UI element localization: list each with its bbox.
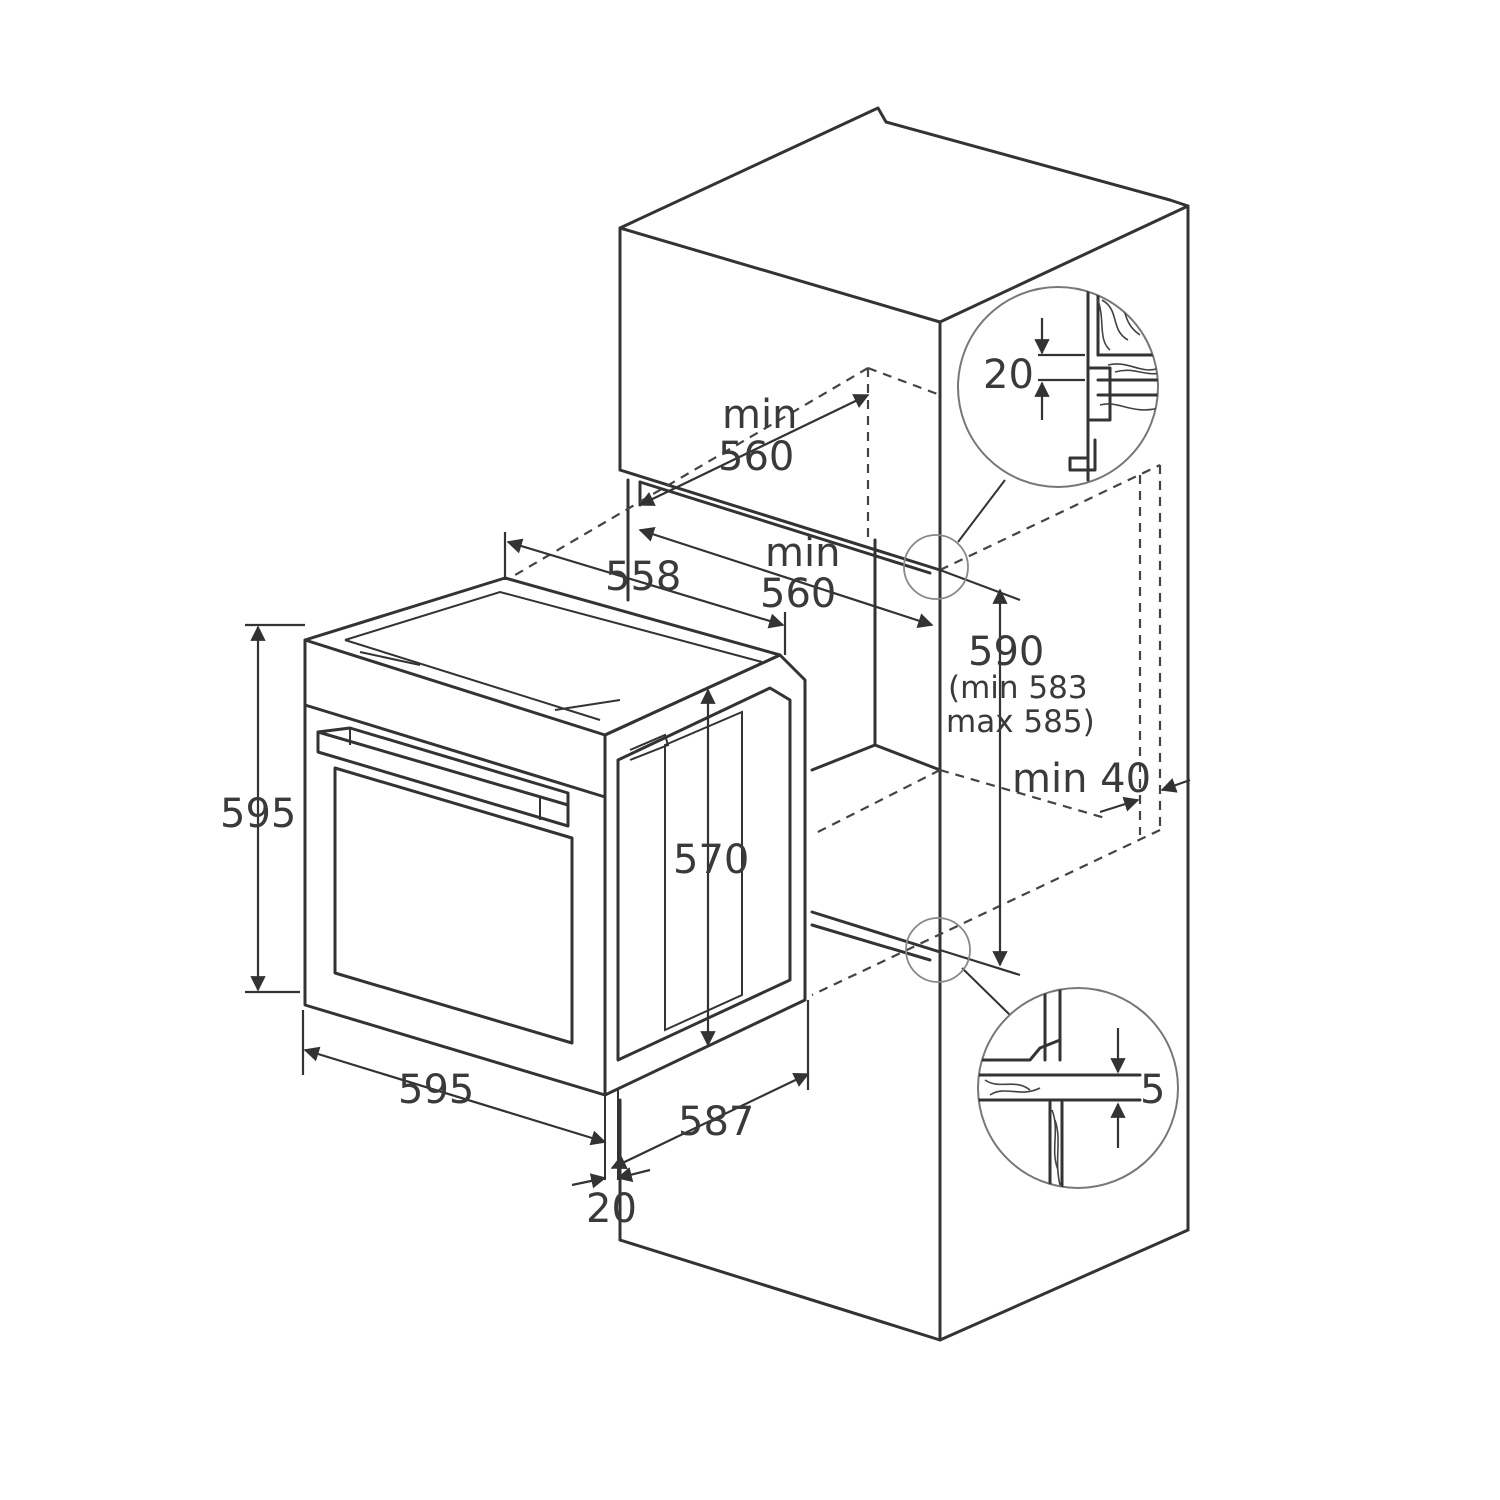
label-oven-side-height: 570 [673, 837, 749, 883]
labels: min 560 558 min 560 590 (min 583 max 585… [220, 352, 1165, 1232]
dimension-lines [245, 394, 1191, 1189]
label-oven-depth-body: 558 [605, 554, 681, 600]
detail-top [957, 286, 1159, 488]
label-cab-height: 590 [968, 629, 1044, 675]
label-cab-height-max: max 585) [946, 704, 1095, 740]
label-cab-height-min: (min 583 [948, 670, 1088, 706]
label-cab-width-min: min [765, 530, 840, 576]
label-cab-depth-min: min [722, 392, 797, 438]
label-oven-width: 595 [398, 1067, 474, 1113]
label-cab-depth-value: 560 [718, 434, 794, 480]
label-cab-width-value: 560 [760, 571, 836, 617]
detail-bottom [977, 987, 1179, 1189]
label-rear-gap: min 40 [1012, 756, 1151, 802]
label-front-panel: 20 [586, 1186, 637, 1232]
label-oven-depth: 587 [678, 1099, 754, 1145]
label-detail-top-gap: 20 [983, 352, 1034, 398]
label-detail-bottom-gap: 5 [1140, 1067, 1165, 1113]
label-oven-height: 595 [220, 791, 296, 837]
